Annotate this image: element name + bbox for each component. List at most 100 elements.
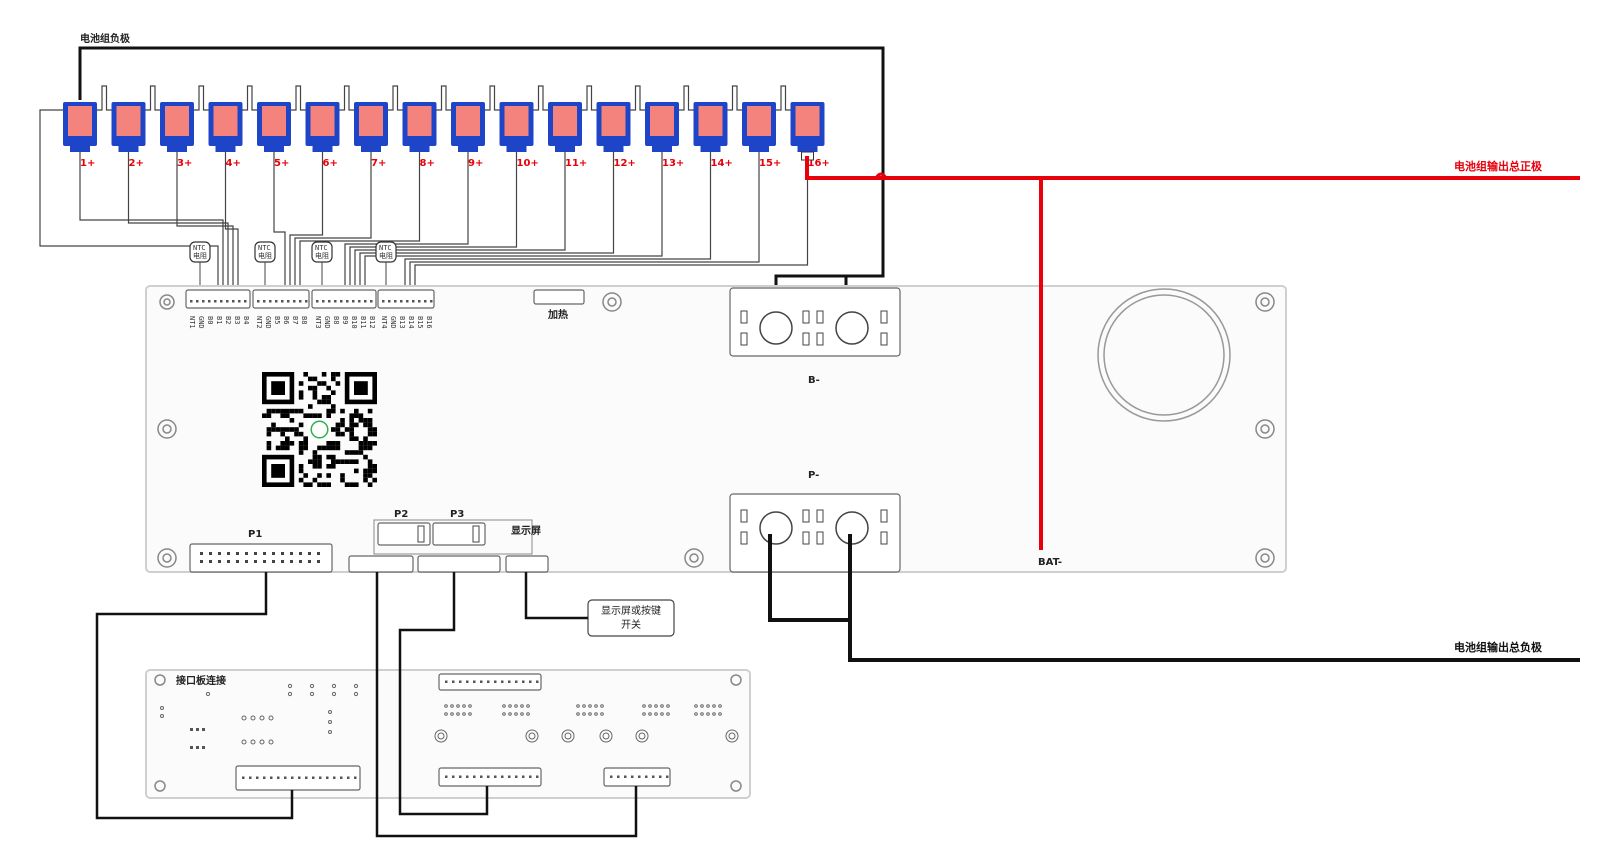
heating-connector xyxy=(533,289,585,305)
pin-label-gnd: GND xyxy=(264,316,272,329)
pack-output-negative-label: 电池组输出总负极 xyxy=(1454,640,1543,654)
balance-wire-3 xyxy=(176,152,234,290)
negative-output-wire xyxy=(768,534,1580,662)
ntc-resistor-1: NTC 电阻 xyxy=(189,241,211,288)
ntc-label-1b: 电阻 xyxy=(193,251,207,260)
pin-label-nt3: NT3 xyxy=(314,316,322,329)
cell-link-2 xyxy=(145,85,160,111)
p2-connector xyxy=(348,555,414,573)
positive-output-wire xyxy=(805,156,1580,550)
bms-board xyxy=(145,285,1287,573)
balance-wire-4 xyxy=(224,152,239,290)
balance-wire-5 xyxy=(273,152,286,290)
interface-board-label: 接口板连接 xyxy=(176,674,226,687)
interface-p3-connector xyxy=(438,767,542,787)
b-minus-label: B- xyxy=(808,375,820,386)
signal-cables xyxy=(95,572,638,838)
balance-wire-14 xyxy=(404,152,712,290)
balance-wire-10 xyxy=(349,152,518,290)
cell-label-6: 6+ xyxy=(323,158,338,169)
pack-output-positive-label: 电池组输出总正极 xyxy=(1454,159,1543,173)
pin-label-b3: B3 xyxy=(233,316,241,324)
cell-link-9 xyxy=(485,85,500,111)
pin-label-b14: B14 xyxy=(407,316,415,329)
cell-label-2: 2+ xyxy=(129,158,144,169)
battery-cell-6: 6+ xyxy=(305,102,340,169)
pin-label-b1: B1 xyxy=(215,316,223,324)
cell-label-8: 8+ xyxy=(420,158,435,169)
balance-connectors xyxy=(185,289,435,309)
cell-label-10: 10+ xyxy=(517,158,539,169)
cell-link-11 xyxy=(582,85,597,111)
balance-wires xyxy=(39,85,809,290)
heating-label: 加热 xyxy=(547,308,568,321)
cell-link-6 xyxy=(339,85,354,111)
pin-label-b10: B10 xyxy=(350,316,358,329)
cell-label-5: 5+ xyxy=(274,158,289,169)
cell-link-1 xyxy=(97,85,112,111)
battery-cell-1: 1+ xyxy=(63,102,97,169)
battery-cell-16: 16+ xyxy=(790,102,830,169)
pin-label-b8: B8 xyxy=(332,316,340,324)
ntc-resistor-4: NTC 电阻 xyxy=(375,241,397,288)
p1-connector xyxy=(189,543,333,573)
pin-label-nt1: NT1 xyxy=(188,316,196,329)
interface-board-holes xyxy=(154,674,742,792)
pin-label-b4: B4 xyxy=(242,316,250,324)
battery-cell-9: 9+ xyxy=(451,102,485,169)
battery-cell-13: 13+ xyxy=(645,102,684,169)
pin-label-nt2: NT2 xyxy=(255,316,263,329)
cell-label-9: 9+ xyxy=(468,158,483,169)
pin-label-b9: B9 xyxy=(341,316,349,324)
cell-row: 1+2+3+4+5+6+7+8+9+10+11+12+13+14+15+16+ xyxy=(63,102,830,169)
balance-wire-8 xyxy=(299,152,421,290)
cell-link-10 xyxy=(533,85,548,111)
p-minus-label: P- xyxy=(808,470,819,481)
cell-link-5 xyxy=(291,85,306,111)
cell-label-3: 3+ xyxy=(177,158,192,169)
cell-link-14 xyxy=(727,85,742,111)
balance-wire-6 xyxy=(289,152,324,290)
battery-cell-3: 3+ xyxy=(160,102,194,169)
ntc-label-3a: NTC xyxy=(315,244,328,252)
display-button-text-2: 开关 xyxy=(621,618,641,631)
ntc-label-2a: NTC xyxy=(258,244,271,252)
cell-label-11: 11+ xyxy=(565,158,587,169)
interface-top-connector xyxy=(438,673,542,691)
ntc-resistor-3: NTC 电阻 xyxy=(311,241,333,288)
balance-wire-2 xyxy=(127,152,229,290)
ntc-label-4a: NTC xyxy=(379,244,392,252)
bat-minus-label: BAT- xyxy=(1038,557,1062,568)
p-minus-terminal xyxy=(729,493,901,573)
interface-components xyxy=(160,680,739,779)
heatsink-hole xyxy=(1097,288,1231,422)
p2-label: P2 xyxy=(394,509,408,520)
battery-cell-5: 5+ xyxy=(257,102,291,169)
pin-label-b5: B5 xyxy=(273,316,281,324)
cell-label-4: 4+ xyxy=(226,158,241,169)
display-connector xyxy=(505,555,549,573)
display-label: 显示屏 xyxy=(511,525,541,537)
p2-socket xyxy=(377,522,431,546)
balance-wire-13 xyxy=(364,152,663,290)
qr-code xyxy=(262,372,377,487)
cell-label-13: 13+ xyxy=(662,158,684,169)
balance-wire-7 xyxy=(294,152,372,290)
battery-cell-14: 14+ xyxy=(693,102,733,169)
battery-cell-11: 11+ xyxy=(548,102,587,169)
balance-wire-15 xyxy=(409,152,760,290)
battery-cell-15: 15+ xyxy=(742,102,781,169)
ntc-label-3b: 电阻 xyxy=(315,251,329,260)
ntc-label-1a: NTC xyxy=(193,244,206,252)
balance-wire-16 xyxy=(414,152,809,290)
board-mounting-holes xyxy=(157,292,1275,568)
battery-cell-2: 2+ xyxy=(111,102,146,169)
balance-wire-9 xyxy=(344,152,469,290)
p3-label: P3 xyxy=(450,509,464,520)
pin-label-b15: B15 xyxy=(416,316,424,329)
pin-label-b6: B6 xyxy=(282,316,290,324)
balance-wire-1 xyxy=(79,152,224,290)
battery-cell-4: 4+ xyxy=(208,102,243,169)
cell-link-15 xyxy=(776,85,791,111)
cell-label-15: 15+ xyxy=(759,158,781,169)
